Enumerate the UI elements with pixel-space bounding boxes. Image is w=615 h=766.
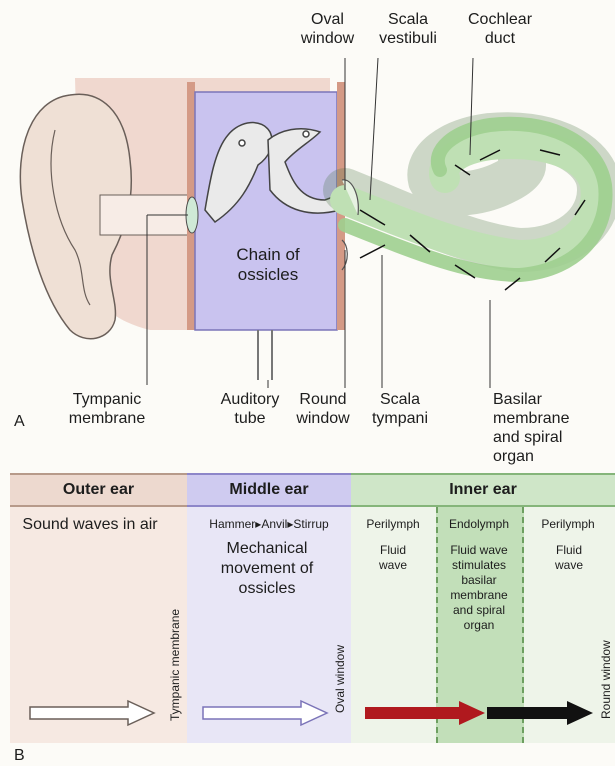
outer-ear-header: Outer ear [10,473,187,507]
oval-window-label: Oval window [285,10,370,48]
fluid-wave-left: Fluid wave [367,543,419,573]
scala-vestibuli-label: Scala vestibuli [368,10,448,48]
fluid-wave-right: Fluid wave [543,543,595,573]
scala-tympani-label: Scala tympani [365,390,435,428]
auditory-tube-label: Auditory tube [215,390,285,428]
oval-window-boundary: Oval window [333,645,347,713]
auditory-tube-shape [258,330,272,380]
ossicle-sequence: Hammer▸Anvil▸Stirrup [191,517,347,532]
endolymph-label: Endolymph [437,517,521,532]
panel-a-letter: A [14,412,25,431]
hollow-arrow-outer [28,699,158,727]
round-window-boundary: Round window [599,640,613,719]
endolymph-text: Fluid wave stimulates basilar membrane a… [443,543,515,633]
cochlear-duct-label: Cochlear duct [455,10,545,48]
ear-flow-table: Outer ear Sound waves in air Tympanic me… [10,473,615,743]
perilymph-left-label: Perilymph [355,517,431,532]
red-arrow [363,699,489,727]
chain-of-ossicles-label: Chain of ossicles [218,245,318,285]
middle-ear-header: Middle ear [187,473,351,507]
black-arrow [485,699,597,727]
outer-ear-column: Outer ear Sound waves in air Tympanic me… [10,473,187,743]
tympanic-membrane-label: Tympanic membrane [52,390,162,428]
basilar-membrane-label: Basilar membrane and spiral organ [493,390,593,466]
round-window-label: Round window [283,390,363,428]
perilymph-right-label: Perilymph [529,517,607,532]
outer-ear-text: Sound waves in air [20,515,160,535]
inner-ear-column: Inner ear Perilymph Fluid wave Endolymph… [351,473,615,743]
inner-ear-header: Inner ear [351,473,615,507]
middle-ear-column: Middle ear Hammer▸Anvil▸Stirrup Mechanic… [187,473,351,743]
panel-b-letter: B [14,746,25,765]
middle-ear-text: Mechanical movement of ossicles [207,539,327,599]
tympanic-membrane-boundary: Tympanic membrane [168,609,182,721]
hollow-arrow-middle [201,699,331,727]
